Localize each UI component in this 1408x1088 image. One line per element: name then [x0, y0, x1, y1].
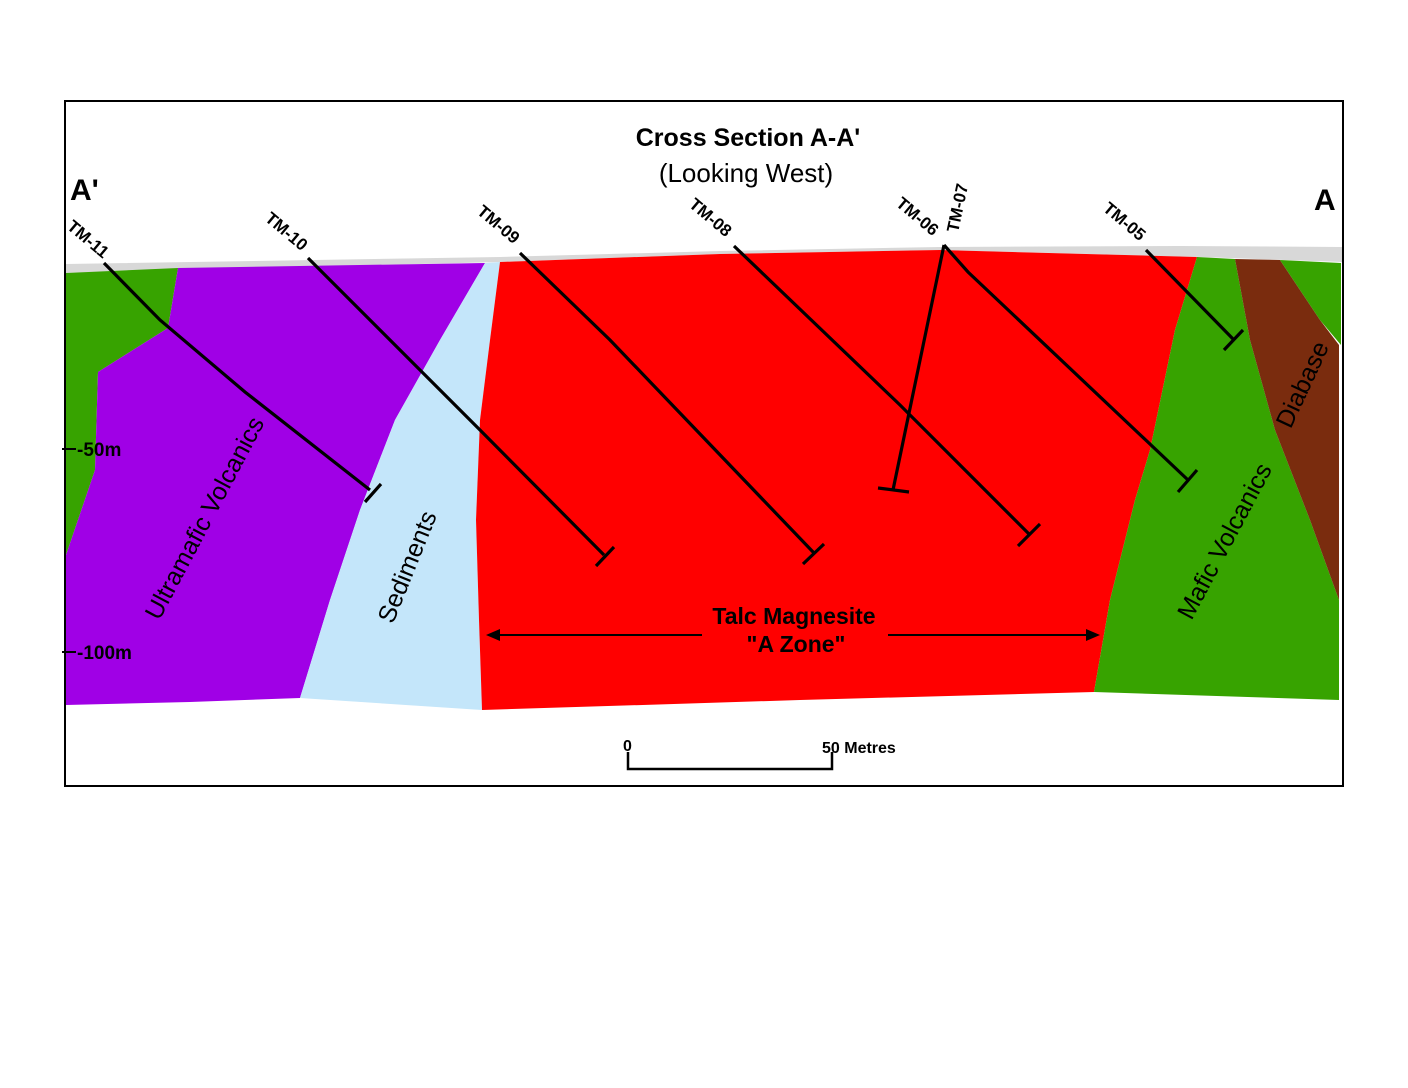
mafic-volcanics-right-unit	[1280, 260, 1341, 345]
a-zone-label-line2: "A Zone"	[747, 631, 846, 657]
scale-bar: 0 50 Metres	[623, 738, 896, 771]
mafic-volcanics-left-unit	[66, 268, 178, 555]
diagram-subtitle: (Looking West)	[659, 158, 833, 188]
a-zone-label-line1: Talc Magnesite	[712, 603, 875, 629]
mafic-volcanics-unit	[1094, 257, 1339, 700]
depth-label-100m: -100m	[77, 643, 132, 664]
section-end-right-label: A	[1314, 184, 1336, 217]
scale-start-label: 0	[623, 738, 632, 755]
ultramafic-volcanics-unit	[66, 263, 485, 705]
sediments-unit	[300, 262, 500, 710]
diagram-title: Cross Section A-A'	[636, 124, 861, 152]
scale-end-label: 50 Metres	[822, 740, 896, 757]
section-end-left-label: A'	[70, 174, 99, 207]
a-zone-extent-arrow	[486, 629, 1100, 641]
talc-magnesite-unit	[476, 250, 1197, 710]
overburden-layer	[66, 246, 1342, 273]
diabase-unit	[1235, 259, 1339, 600]
depth-label-50m: -50m	[77, 440, 121, 461]
